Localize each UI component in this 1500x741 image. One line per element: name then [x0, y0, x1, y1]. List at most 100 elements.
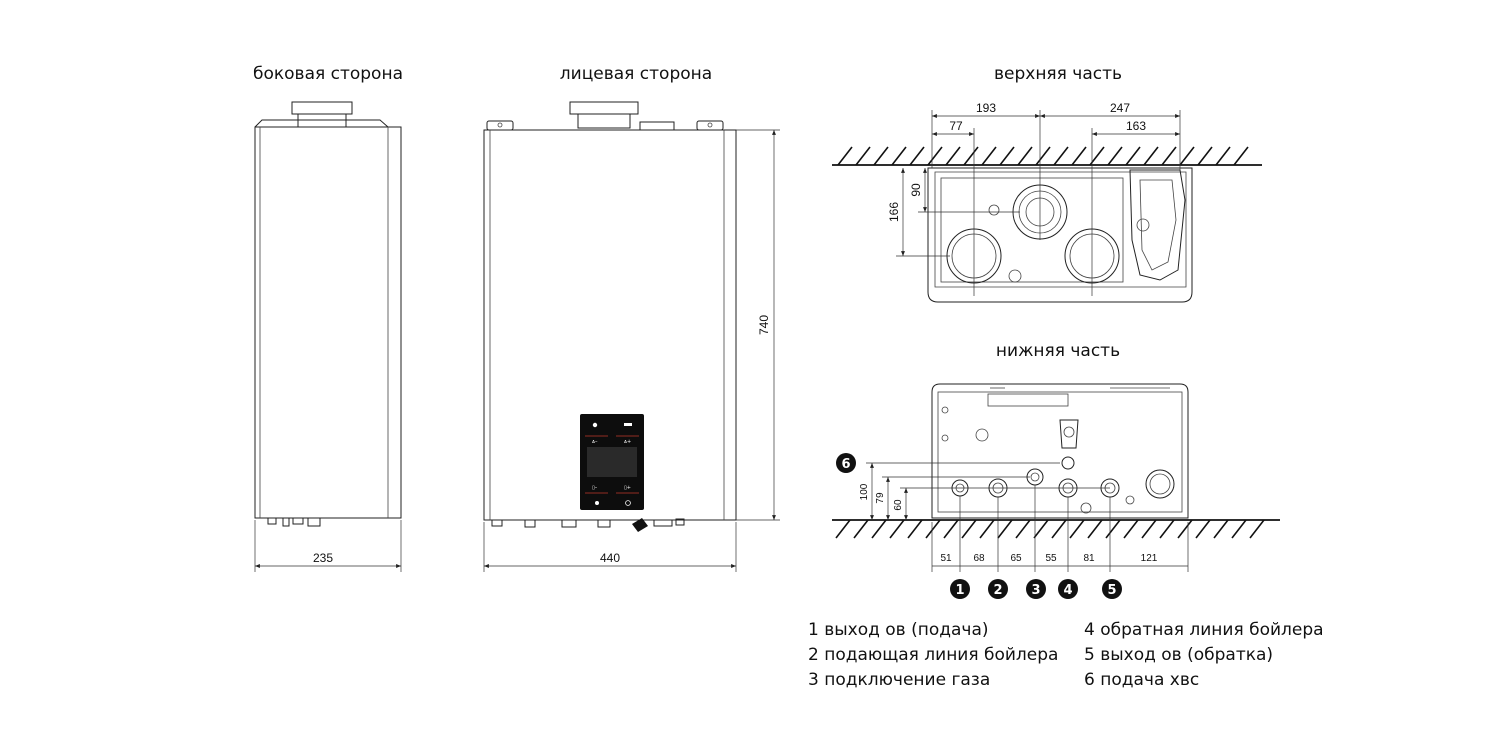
hatch-line	[1069, 519, 1085, 539]
top-view-title: верхняя часть	[994, 64, 1122, 84]
hatch-line	[1179, 146, 1195, 166]
svg-text:3: 3	[1031, 583, 1040, 598]
dim-79: 79	[875, 492, 886, 504]
bottom-view-title: нижняя часть	[996, 341, 1120, 361]
hatch-line	[1051, 519, 1067, 539]
bottom-view: нижняя часть 100	[832, 341, 1280, 599]
svg-text:▯+: ▯+	[624, 485, 631, 491]
connection-badge-1: 1	[950, 579, 970, 599]
svg-text:4: 4	[1063, 583, 1072, 598]
hatch-line	[1161, 146, 1177, 166]
hatch-line	[1087, 519, 1103, 539]
dim-247: 247	[1110, 101, 1130, 115]
hatch-line	[1105, 519, 1121, 539]
wall-hatching-bottom	[835, 519, 1265, 539]
hatch-line	[1123, 519, 1139, 539]
dim-166: 166	[887, 202, 901, 222]
dim-121: 121	[1141, 553, 1158, 564]
hatch-line	[1141, 519, 1157, 539]
dim-81: 81	[1083, 553, 1095, 564]
legend-item-5: 5 выход ов (обратка)	[1084, 645, 1273, 665]
svg-text:6: 6	[841, 457, 850, 472]
wall-hatching-top	[837, 146, 1249, 166]
side-body	[254, 126, 402, 519]
hatch-line	[963, 146, 979, 166]
hatch-line	[1071, 146, 1087, 166]
dim-60: 60	[893, 499, 904, 511]
hatch-line	[997, 519, 1013, 539]
hatch-line	[1195, 519, 1211, 539]
hatch-line	[1107, 146, 1123, 166]
connection-badge-4: 4	[1058, 579, 1078, 599]
dim-90: 90	[909, 183, 923, 197]
svg-text:ᴀ+: ᴀ+	[624, 439, 631, 445]
hatch-line	[855, 146, 871, 166]
hatch-line	[1125, 146, 1141, 166]
hatch-line	[871, 519, 887, 539]
legend-item-3: 3 подключение газа	[808, 670, 990, 690]
side-view-title: боковая сторона	[253, 64, 403, 84]
hatch-line	[999, 146, 1015, 166]
front-width-dimension: 440	[600, 551, 620, 565]
hatch-line	[835, 519, 851, 539]
svg-text:5: 5	[1107, 583, 1116, 598]
bottom-body	[931, 383, 1189, 519]
dim-100: 100	[859, 483, 870, 500]
side-width-dimension: 235	[313, 551, 333, 565]
hatch-line	[981, 146, 997, 166]
hatch-line	[979, 519, 995, 539]
hatch-line	[1017, 146, 1033, 166]
hatch-line	[1033, 519, 1049, 539]
front-view: лицевая сторона ᴀ– ᴀ+ ▯– ▯+	[483, 64, 780, 572]
hatch-line	[1177, 519, 1193, 539]
hatch-line	[853, 519, 869, 539]
front-height-dimension: 740	[757, 315, 771, 335]
side-view: боковая сторона 235	[253, 64, 403, 572]
connections-legend: 1 выход ов (подача) 2 подающая линия бой…	[808, 620, 1324, 690]
hatch-line	[1015, 519, 1031, 539]
reset-icon	[624, 423, 632, 426]
hatch-line	[1215, 146, 1231, 166]
connection-badge-3: 3	[1026, 579, 1046, 599]
svg-text:▯–: ▯–	[592, 485, 598, 491]
hatch-line	[943, 519, 959, 539]
side-flue	[291, 101, 353, 115]
hatch-line	[927, 146, 943, 166]
connection-badge-6: 6	[836, 453, 856, 473]
control-display	[587, 447, 637, 477]
hatch-line	[961, 519, 977, 539]
hatch-line	[925, 519, 941, 539]
dim-68: 68	[973, 553, 985, 564]
hatch-line	[1249, 519, 1265, 539]
dim-163: 163	[1126, 119, 1146, 133]
hatch-line	[907, 519, 923, 539]
hatch-line	[889, 519, 905, 539]
hatch-line	[837, 146, 853, 166]
svg-text:1: 1	[955, 583, 964, 598]
dim-193: 193	[976, 101, 996, 115]
top-body	[927, 167, 1193, 303]
hatch-line	[1143, 146, 1159, 166]
dim-65: 65	[1010, 553, 1022, 564]
svg-text:2: 2	[993, 583, 1002, 598]
hatch-line	[891, 146, 907, 166]
hatch-line	[945, 146, 961, 166]
front-view-title: лицевая сторона	[560, 64, 712, 84]
connection-badge-5: 5	[1102, 579, 1122, 599]
connection-badge-2: 2	[988, 579, 1008, 599]
power-icon	[592, 422, 598, 428]
top-view: верхняя часть 193 247	[832, 64, 1262, 303]
hatch-line	[1233, 146, 1249, 166]
legend-item-6: 6 подача хвс	[1084, 670, 1199, 690]
hatch-line	[1231, 519, 1247, 539]
hatch-line	[1213, 519, 1229, 539]
hatch-line	[1159, 519, 1175, 539]
hatch-line	[1035, 146, 1051, 166]
hatch-line	[1197, 146, 1213, 166]
hatch-line	[1053, 146, 1069, 166]
hatch-line	[909, 146, 925, 166]
svg-text:ᴀ–: ᴀ–	[592, 439, 598, 445]
legend-item-2: 2 подающая линия бойлера	[808, 645, 1058, 665]
dim-51: 51	[940, 553, 952, 564]
